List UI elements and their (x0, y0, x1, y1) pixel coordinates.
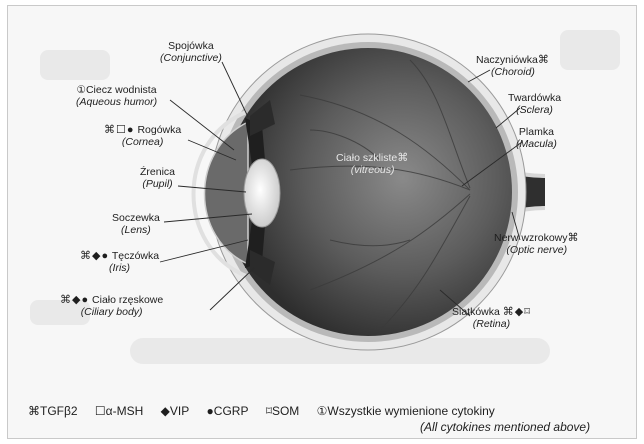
retina-symbols-icon: ⌘◆⌑ (503, 306, 531, 318)
label-retina-pl: Siatkówka (452, 306, 500, 318)
label-sclera-en: (Sclera) (508, 104, 561, 116)
label-lens: Soczewka (Lens) (112, 212, 160, 236)
label-optic-en: (Optic nerve) (494, 244, 580, 256)
optic-symbols-icon: ⌘ (568, 232, 580, 244)
label-sclera: Twardówka (Sclera) (508, 92, 561, 116)
legend: ⌘TGFβ2 ☐α-MSH ◆VIP ●CGRP ⌑SOM ①Wszystkie… (28, 404, 509, 418)
iris-symbols-icon: ⌘◆● (80, 250, 109, 262)
label-iris-pl: Tęczówka (112, 250, 159, 262)
legend-cgrp: ●CGRP (207, 404, 249, 418)
label-optic-pl: Nerw wzrokowy (494, 232, 568, 244)
label-aqueous-pl: Ciecz wodnista (86, 84, 157, 96)
label-vitreous: Ciało szkliste⌘ (vitreous) (336, 152, 409, 176)
label-macula-en: (Macula) (516, 138, 557, 150)
label-ciliary: ⌘◆● Ciało rzęskowe (Ciliary body) (60, 294, 163, 318)
label-pupil: Źrenica (Pupil) (140, 166, 175, 190)
label-lens-pl: Soczewka (112, 212, 160, 224)
label-choroid: Naczyniówka⌘ (Choroid) (476, 54, 550, 78)
cornea-shape (205, 122, 249, 264)
label-cornea-pl: Rogówka (137, 124, 181, 136)
label-retina-en: (Retina) (452, 318, 531, 330)
legend-som: ⌑SOM (266, 404, 300, 418)
label-vitreous-pl: Ciało szkliste (336, 152, 397, 164)
label-cornea-en: (Cornea) (104, 136, 181, 148)
label-pupil-pl: Źrenica (140, 166, 175, 178)
legend-vip: ◆VIP (161, 404, 190, 418)
ciliary-symbols-icon: ⌘◆● (60, 294, 89, 306)
legend-all-en: (All cytokines mentioned above) (420, 420, 590, 434)
marker-all-icon: ① (77, 84, 86, 96)
label-conjunctiva: Spojówka (Conjunctive) (160, 40, 222, 64)
label-conjunctiva-pl: Spojówka (160, 40, 222, 52)
label-choroid-pl: Naczyniówka (476, 54, 538, 66)
label-iris-en: (Iris) (80, 262, 159, 274)
label-macula-pl: Plamka (516, 126, 557, 138)
lens-shape (244, 159, 280, 227)
legend-msh: ☐α-MSH (95, 404, 143, 418)
choroid-symbols-icon: ⌘ (538, 54, 550, 66)
cornea-symbols-icon: ⌘☐● (104, 124, 135, 136)
vitreous-symbols-icon: ⌘ (397, 152, 409, 164)
label-cornea: ⌘☐● Rogówka (Cornea) (104, 124, 181, 148)
label-retina: Siatkówka ⌘◆⌑ (Retina) (452, 306, 531, 330)
label-aqueous-en: (Aqueous humor) (76, 96, 157, 108)
legend-tgf: ⌘TGFβ2 (28, 404, 78, 418)
label-pupil-en: (Pupil) (140, 178, 175, 190)
label-optic: Nerw wzrokowy⌘ (Optic nerve) (494, 232, 580, 256)
label-ciliary-en: (Ciliary body) (60, 306, 163, 318)
label-macula: Plamka (Macula) (516, 126, 557, 150)
label-lens-en: (Lens) (112, 224, 160, 236)
label-sclera-pl: Twardówka (508, 92, 561, 104)
label-vitreous-en: (vitreous) (336, 164, 409, 176)
legend-all: ①Wszystkie wymienione cytokiny (317, 404, 495, 418)
label-ciliary-pl: Ciało rzęskowe (92, 294, 163, 306)
label-aqueous: ①Ciecz wodnista (Aqueous humor) (76, 84, 157, 108)
label-conjunctiva-en: (Conjunctive) (160, 52, 222, 64)
label-iris: ⌘◆● Tęczówka (Iris) (80, 250, 159, 274)
label-choroid-en: (Choroid) (476, 66, 550, 78)
